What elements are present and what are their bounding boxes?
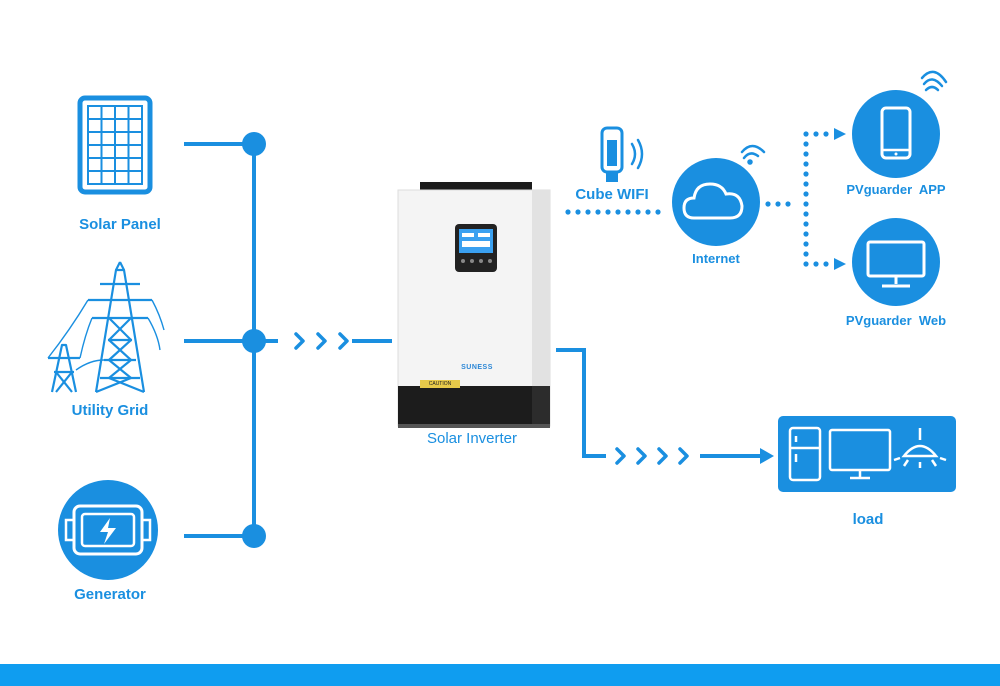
cloud-icon <box>672 144 766 246</box>
wifi-dongle-icon <box>600 126 644 182</box>
pvguarder-web-label: PVguarder Web <box>845 313 947 328</box>
pvguarder-app-label: PVguarder APP <box>846 182 946 197</box>
phone-icon <box>852 70 948 178</box>
inverter-caution-label: CAUTION <box>428 381 452 387</box>
flow-chevrons-input <box>294 332 349 350</box>
junction-dot <box>242 329 266 353</box>
arrow-head <box>760 448 774 464</box>
fridge-icon <box>788 426 822 482</box>
cube-wifi-label: Cube WIFI <box>575 186 649 203</box>
arrow-head <box>834 258 846 270</box>
internet-label: Internet <box>692 251 740 266</box>
bus-junctions <box>242 132 266 548</box>
utility-grid-label: Utility Grid <box>71 402 149 419</box>
monitor-icon <box>852 218 940 306</box>
inverter-brand: SUNESS <box>461 364 493 371</box>
solar-inverter-label: Solar Inverter <box>426 430 518 447</box>
generator-label: Generator <box>74 586 146 603</box>
solar-panel-icon <box>77 95 153 195</box>
solar-panel-label: Solar Panel <box>79 216 161 233</box>
internet-links <box>765 131 829 267</box>
arrow-head <box>834 128 846 140</box>
inverter-device <box>397 182 551 428</box>
wifi-link <box>565 209 661 215</box>
generator-icon <box>58 480 158 580</box>
junction-dot <box>242 524 266 548</box>
lamp-icon <box>893 428 947 468</box>
bottom-accent-bar <box>0 664 1000 686</box>
utility-tower-icon <box>47 261 165 394</box>
tv-icon <box>828 428 892 480</box>
junction-dot <box>242 132 266 156</box>
load-label: load <box>852 511 884 528</box>
load-box <box>778 416 956 492</box>
output-line <box>556 348 762 458</box>
flow-chevrons-output <box>615 447 689 465</box>
source-bus <box>184 142 392 538</box>
